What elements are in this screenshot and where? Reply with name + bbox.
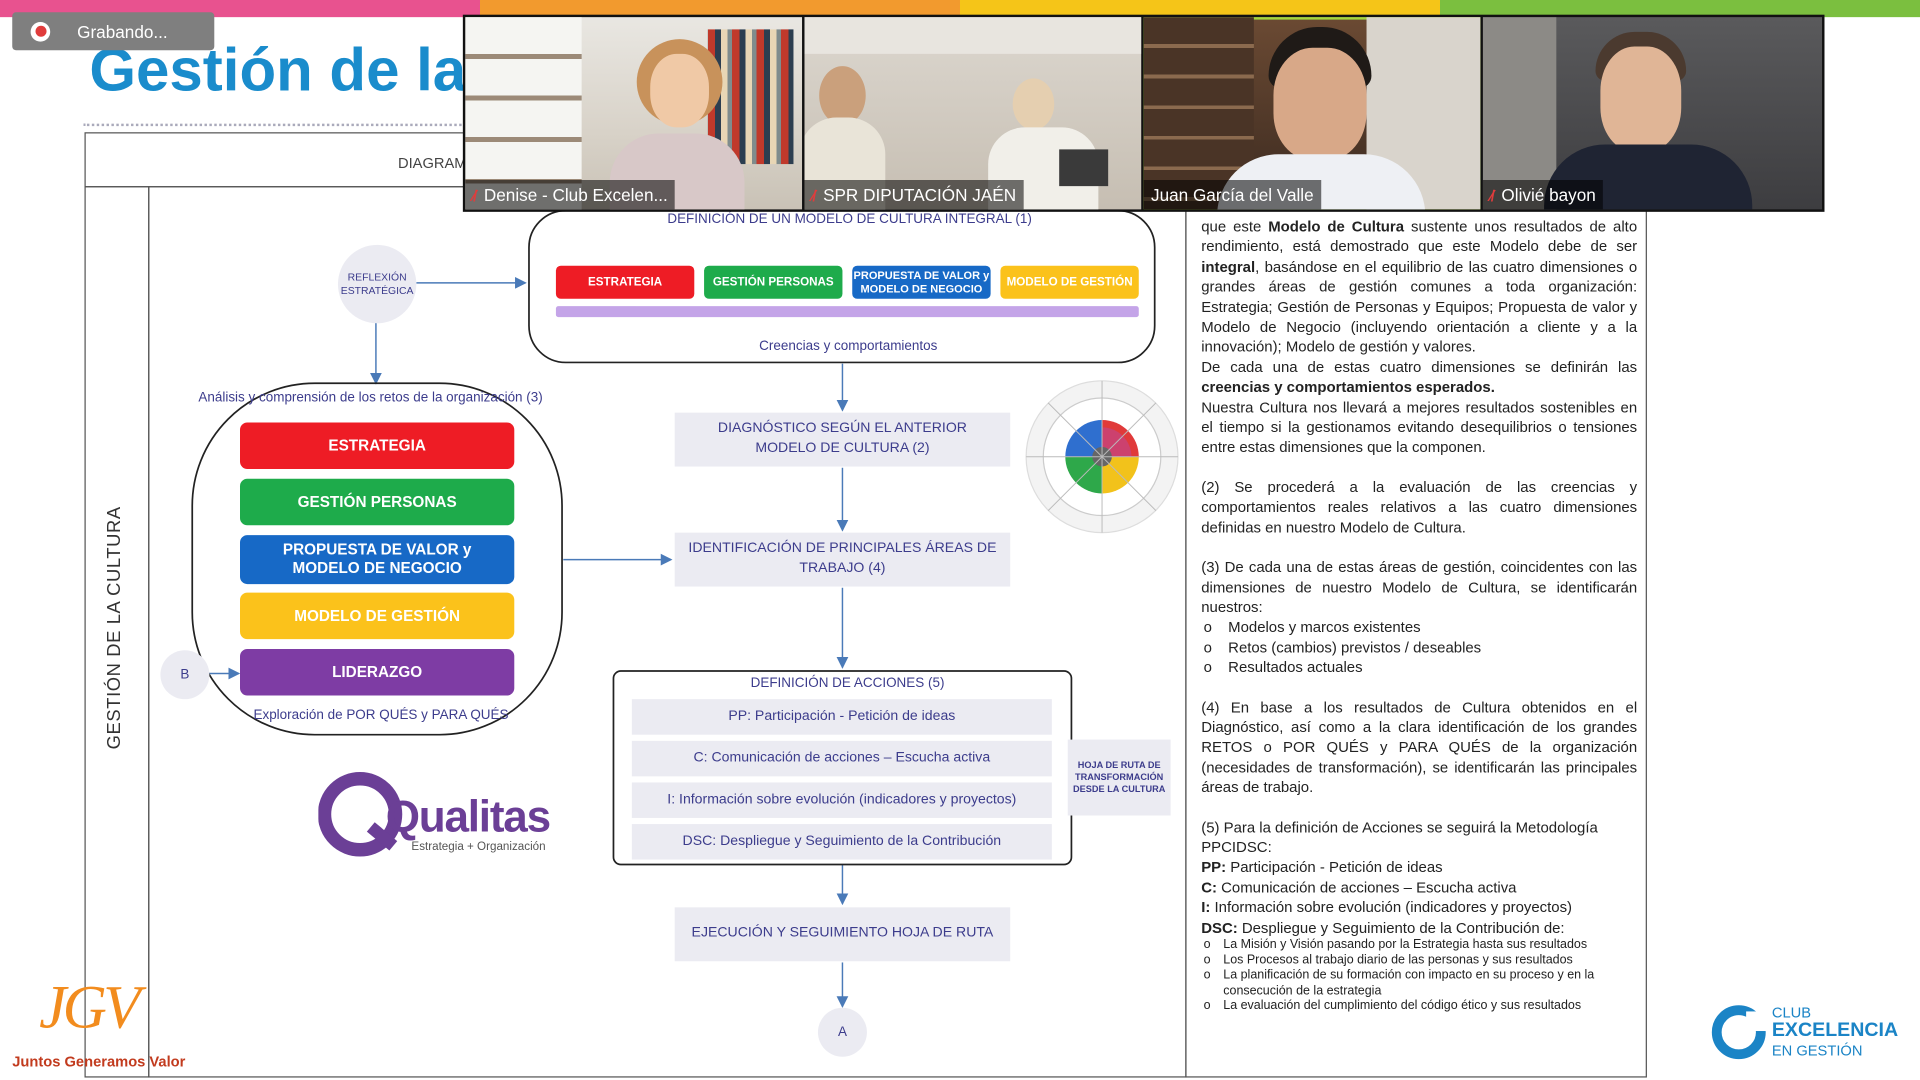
- club-line1: CLUB: [1772, 1004, 1811, 1021]
- notes-list-2: La Misión y Visión pasando por la Estrat…: [1201, 938, 1637, 1015]
- person-face: [650, 54, 709, 127]
- pillar-estrategia: ESTRATEGIA: [240, 422, 514, 469]
- qualitas-logo: Qualitas Estrategia + Organización: [318, 771, 569, 859]
- participant-name-2: ⁄̸SPR DIPUTACIÓN JAÉN: [804, 180, 1023, 209]
- jgv-tagline: Juntos Generamos Valor: [12, 1053, 185, 1070]
- notes-list-1: Modelos y marcos existentes Retos (cambi…: [1201, 618, 1637, 678]
- model-pill-gestion: MODELO DE GESTIÓN: [1000, 266, 1138, 299]
- ceiling-background: [804, 17, 1141, 54]
- mic-muted-icon: ⁄̸: [1490, 186, 1493, 204]
- participant-tile-2[interactable]: ⁄̸SPR DIPUTACIÓN JAÉN: [804, 17, 1141, 209]
- person-face: [1273, 48, 1366, 161]
- qualitas-wordmark: Qualitas: [386, 791, 550, 842]
- participant-name-1: ⁄̸Denise - Club Excelen...: [465, 180, 675, 209]
- participant-name-4: ⁄̸Olivié bayon: [1483, 180, 1603, 209]
- actions-title: DEFINICIÓN DE ACCIONES (5): [751, 676, 945, 691]
- action-item-dsc: DSC: Despliegue y Seguimiento de la Cont…: [632, 824, 1052, 860]
- pillar-propuesta: PROPUESTA DE VALOR y MODELO DE NEGOCIO: [240, 535, 514, 584]
- b-connector-node: B: [160, 650, 209, 699]
- jgv-wordmark: JGV: [12, 975, 185, 1039]
- club-logo-icon: [1709, 1004, 1768, 1060]
- exploration-caption: Exploración de POR QUÉS y PARA QUÉS: [253, 708, 508, 723]
- jgv-logo: JGV Juntos Generamos Valor: [12, 975, 185, 1071]
- video-gallery-strip[interactable]: ⁄̸Denise - Club Excelen... ⁄̸SPR DIPUTAC…: [463, 15, 1825, 212]
- laptop: [1059, 149, 1108, 186]
- qualitas-tagline: Estrategia + Organización: [411, 840, 545, 853]
- mic-muted-icon: ⁄̸: [473, 186, 476, 204]
- execution-box: EJECUCIÓN Y SEGUIMIENTO HOJA DE RUTA: [675, 907, 1011, 961]
- mic-muted-icon: ⁄̸: [812, 186, 815, 204]
- reflexion-estrategica-node: REFLEXIÓN ESTRATÉGICA: [338, 245, 416, 323]
- participant-tile-4[interactable]: ⁄̸Olivié bayon: [1483, 17, 1822, 209]
- model-pill-personas: GESTIÓN PERSONAS: [704, 266, 842, 299]
- identification-box: IDENTIFICACIÓN DE PRINCIPALES ÁREAS DE T…: [675, 533, 1011, 587]
- action-item-i: I: Información sobre evolución (indicado…: [632, 782, 1052, 818]
- beliefs-caption: Creencias y comportamientos: [759, 339, 937, 354]
- notes-text: que este Modelo de Cultura sustente unos…: [1201, 217, 1637, 1015]
- action-item-pp: PP: Participación - Petición de ideas: [632, 699, 1052, 735]
- model-pill-estrategia: ESTRATEGIA: [556, 266, 694, 299]
- person-right-head: [1013, 78, 1055, 129]
- person-left-head: [819, 66, 866, 125]
- model-title: DEFINICIÓN DE UN MODELO DE CULTURA INTEG…: [667, 212, 1031, 227]
- participant-tile-1[interactable]: ⁄̸Denise - Club Excelen...: [465, 17, 802, 209]
- beliefs-bar: [556, 306, 1139, 317]
- participant-tile-3-active[interactable]: Juan García del Valle: [1144, 17, 1481, 209]
- action-item-c: C: Comunicación de acciones – Escucha ac…: [632, 741, 1052, 777]
- club-line2: EXCELENCIA: [1772, 1020, 1898, 1042]
- person-face: [1600, 47, 1681, 152]
- culture-wheel-graphic: [1024, 378, 1181, 535]
- analysis-caption: Análisis y comprensión de los retos de l…: [198, 391, 542, 406]
- diagnostic-box: DIAGNÓSTICO SEGÚN EL ANTERIOR MODELO DE …: [675, 413, 1011, 467]
- club-line3: EN GESTIÓN: [1772, 1042, 1863, 1059]
- model-pill-propuesta: PROPUESTA DE VALOR y MODELO DE NEGOCIO: [852, 266, 990, 299]
- a-connector-node: A: [818, 1008, 867, 1057]
- roadmap-note: HOJA DE RUTA DE TRANSFORMACIÓN DESDE LA …: [1068, 740, 1171, 816]
- pillar-gestion: MODELO DE GESTIÓN: [240, 593, 514, 640]
- pillar-personas: GESTIÓN PERSONAS: [240, 479, 514, 526]
- pillar-liderazgo: LIDERAZGO: [240, 649, 514, 696]
- participant-name-3: Juan García del Valle: [1144, 180, 1321, 209]
